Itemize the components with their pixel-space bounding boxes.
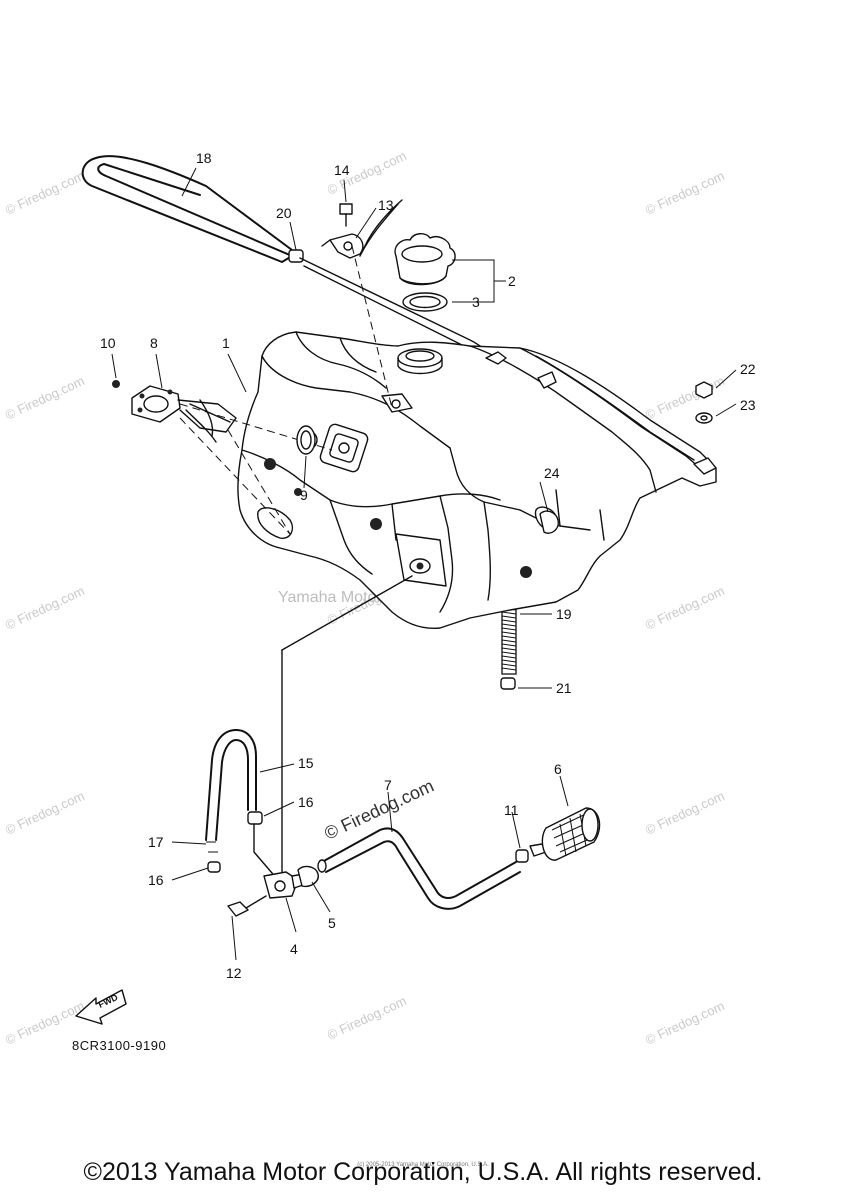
leader-lines (111, 167, 737, 961)
fuel-cap (394, 233, 456, 286)
watermark-site: © Firedog.com (643, 168, 727, 218)
watermark-layer: © Firedog.com © Firedog.com © Firedog.co… (3, 148, 727, 1048)
label-2: 2 (508, 273, 516, 289)
damper-pad (539, 510, 559, 534)
label-17: 17 (148, 834, 164, 850)
label-21: 21 (556, 680, 572, 696)
clip-5 (297, 865, 319, 888)
label-7: 7 (384, 777, 392, 793)
label-22: 22 (740, 361, 756, 377)
hose-clip-16b (207, 861, 221, 873)
fuel-sender-plate (131, 385, 237, 443)
label-3: 3 (472, 294, 480, 310)
label-8: 8 (150, 335, 158, 351)
watermark-site: © Firedog.com (643, 373, 727, 423)
watermark-site: © Firedog.com (3, 583, 87, 633)
watermark-site: © Firedog.com (3, 788, 87, 838)
watermark-site: © Firedog.com (3, 373, 87, 423)
watermark-site: © Firedog.com (643, 788, 727, 838)
hose-clip-11 (515, 849, 529, 863)
label-6: 6 (554, 761, 562, 777)
label-5: 5 (328, 915, 336, 931)
label-19: 19 (556, 606, 572, 622)
label-1: 1 (222, 335, 230, 351)
fuel-cap-gasket (402, 292, 448, 312)
part-labels: 18 20 14 13 2 3 10 8 1 9 22 23 24 19 21 … (100, 150, 756, 981)
fuel-hose (205, 729, 279, 881)
watermark-site: © Firedog.com (643, 583, 727, 633)
label-18: 18 (196, 150, 212, 166)
label-13: 13 (378, 197, 394, 213)
hose-clip-21 (500, 677, 516, 690)
watermark-site-center: © Firedog.com (321, 775, 437, 843)
label-14: 14 (334, 162, 350, 178)
watermark-site: © Firedog.com (3, 168, 87, 218)
label-12: 12 (226, 965, 242, 981)
breather-hose-loop (81, 155, 304, 263)
label-15: 15 (298, 755, 314, 771)
fuel-hose-to-filter (317, 827, 521, 910)
footer-copyright: ©2013 Yamaha Motor Corporation, U.S.A. A… (83, 1158, 763, 1186)
label-23: 23 (740, 397, 756, 413)
label-4: 4 (290, 941, 298, 957)
label-16a: 16 (298, 794, 314, 810)
label-9: 9 (300, 487, 308, 503)
fuel-filter (529, 807, 601, 861)
fuel-tank (237, 331, 717, 629)
label-20: 20 (276, 205, 292, 221)
diagram-code: 8CR3100-9190 (72, 1038, 167, 1053)
screw-10 (112, 380, 120, 388)
watermark-site: © Firedog.com (325, 993, 409, 1043)
hose-clip-16a (247, 811, 263, 825)
watermark-site: © Firedog.com (643, 998, 727, 1048)
label-10: 10 (100, 335, 116, 351)
screw-12 (227, 901, 249, 917)
bracket-assembly (321, 199, 403, 259)
label-11: 11 (504, 802, 519, 818)
label-24: 24 (544, 465, 560, 481)
label-16b: 16 (148, 872, 164, 888)
hose-clip-20 (288, 249, 304, 263)
tiny-copyright: (c) 2005-2013 Yamaha Motor Corporation, … (357, 1162, 489, 1168)
nut (695, 381, 713, 399)
